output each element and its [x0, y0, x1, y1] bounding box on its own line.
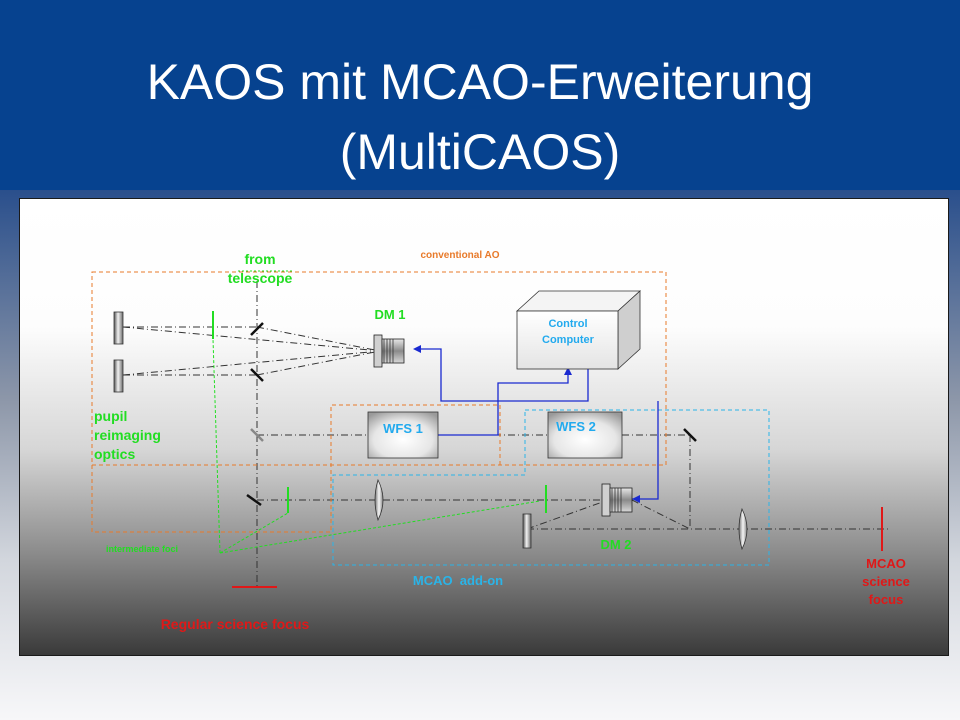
label-conventional-ao: conventional AO	[420, 250, 499, 261]
label-wfs2: WFS 2	[556, 419, 596, 434]
leader-to-pupil-focus	[212, 338, 221, 554]
lens-icon	[738, 507, 748, 551]
concave-mirror-icon	[522, 513, 532, 549]
wavefront-sensor-icon	[547, 411, 623, 459]
beam-cross-4	[256, 350, 381, 376]
optical-beams	[122, 281, 888, 587]
arrowhead-dm1	[413, 345, 421, 353]
label-from-telescope-2: telescope	[228, 270, 293, 286]
slide-title-line-1: KAOS mit MCAO-Erweiterung	[146, 54, 814, 110]
arrowhead-computer	[564, 367, 572, 375]
label-mcao-focus-3: focus	[869, 592, 904, 607]
label-dm1: DM 1	[374, 307, 405, 322]
computer-icon	[515, 290, 642, 370]
signal-computer-to-dm2	[632, 401, 659, 500]
fold-mirror-icon	[683, 428, 697, 442]
beam-cross-1	[122, 326, 381, 352]
label-wfs1: WFS 1	[383, 421, 423, 436]
signal-computer-to-dm1	[415, 348, 589, 402]
arrowhead-dm2	[632, 495, 640, 503]
label-regular-science-focus: Regular science focus	[161, 616, 310, 632]
title-band: KAOS mit MCAO-Erweiterung (MultiCAOS)	[0, 0, 960, 190]
optical-diagram: from telescope conventional AO DM 1 Cont…	[19, 198, 949, 656]
label-mcao-focus-1: MCAO	[866, 556, 906, 571]
label-intermediate-foci: intermediate foci	[106, 544, 178, 554]
lens-icon	[374, 478, 384, 522]
label-control-computer-1: Control	[548, 318, 587, 330]
conventional-ao-box-lower	[91, 404, 501, 533]
mcao-addon-box	[332, 409, 770, 566]
label-pupil-3: optics	[94, 446, 135, 462]
optical-diagram-svg: from telescope conventional AO DM 1 Cont…	[91, 250, 910, 632]
label-control-computer-2: Computer	[542, 334, 595, 346]
beam-dm2-diag	[526, 499, 609, 530]
concave-mirror-icon	[113, 359, 124, 393]
deformable-mirror-icon	[373, 334, 405, 368]
concave-mirror-icon	[113, 311, 124, 345]
signal-wfs1-to-computer	[438, 369, 569, 436]
beam-cross-2	[122, 350, 381, 376]
control-signal-lines	[415, 348, 659, 500]
label-pupil-2: reimaging	[94, 427, 161, 443]
fold-mirror-icon	[250, 322, 264, 336]
label-from-telescope-1: from	[244, 251, 275, 267]
fold-mirror-icon	[250, 368, 264, 382]
leader-to-focus-3	[219, 500, 541, 554]
beam-dm2-right	[631, 499, 691, 530]
label-mcao-focus-2: science	[862, 574, 910, 589]
leader-to-focus-2	[219, 512, 289, 554]
slide-title-line-2: (MultiCAOS)	[339, 124, 621, 180]
intermediate-foci-leaders	[212, 338, 541, 554]
deformable-mirror-icon	[601, 483, 633, 517]
label-dm2: DM 2	[600, 537, 631, 552]
fold-mirror-icon	[250, 428, 264, 442]
conventional-ao-box	[91, 271, 667, 466]
fold-mirror-icon	[246, 493, 262, 507]
label-mcao-addon: MCAO add-on	[413, 573, 503, 588]
beam-cross-3	[256, 326, 381, 352]
wavefront-sensor-icon	[367, 411, 439, 459]
label-pupil-1: pupil	[94, 408, 127, 424]
